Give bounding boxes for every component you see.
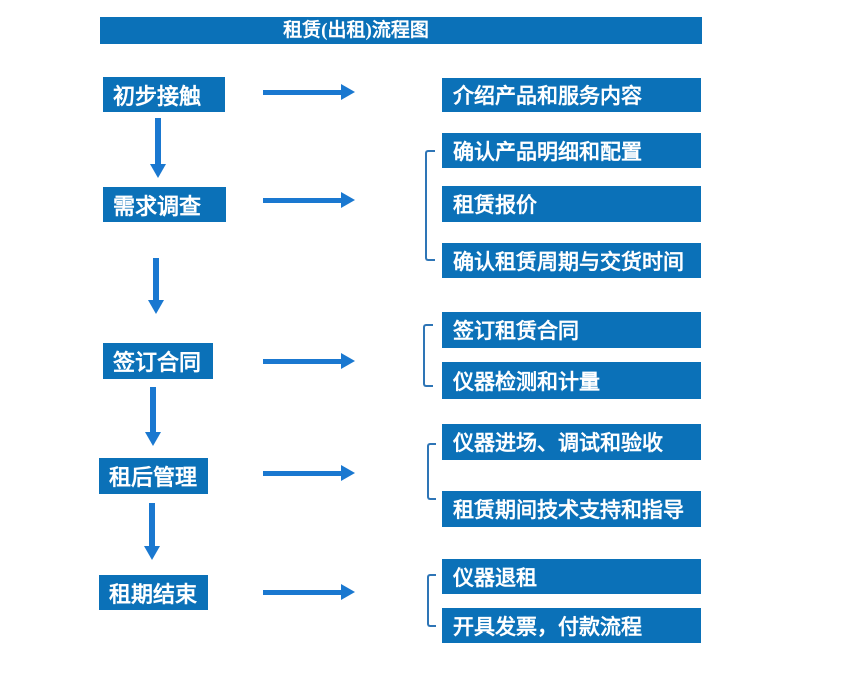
down-arrow-icon-1 xyxy=(150,118,166,178)
detail-box-rental-quote: 租赁报价 xyxy=(442,186,701,222)
right-arrow-icon-4 xyxy=(263,465,355,481)
detail-box-instrument-return: 仪器退租 xyxy=(442,559,701,594)
step-box-post-rental-management: 租后管理 xyxy=(99,458,208,494)
step-box-rental-end: 租期结束 xyxy=(99,575,208,610)
down-arrow-icon-2 xyxy=(148,258,164,314)
detail-box-introduce-products: 介绍产品和服务内容 xyxy=(442,78,701,112)
arrow-head xyxy=(341,353,355,369)
arrow-shaft xyxy=(263,471,341,476)
detail-box-sign-rental-contract: 签订租赁合同 xyxy=(442,312,701,348)
arrow-head xyxy=(341,465,355,481)
detail-box-tech-support: 租赁期间技术支持和指导 xyxy=(442,491,701,527)
arrow-head xyxy=(341,84,355,100)
arrow-head xyxy=(341,584,355,600)
arrow-shaft xyxy=(149,503,155,547)
right-arrow-icon-1 xyxy=(263,84,355,100)
detail-box-invoice-payment: 开具发票，付款流程 xyxy=(442,608,701,643)
arrow-shaft xyxy=(263,590,341,595)
right-arrow-icon-5 xyxy=(263,584,355,600)
right-arrow-icon-2 xyxy=(263,192,355,208)
step-box-initial-contact: 初步接触 xyxy=(103,77,225,112)
down-arrow-icon-4 xyxy=(144,503,160,560)
bracket-group-post-rental xyxy=(427,443,436,500)
bracket-group-sign-contract xyxy=(423,324,433,387)
detail-box-instrument-testing: 仪器检测和计量 xyxy=(442,362,701,399)
bracket-group-demand-survey xyxy=(425,150,435,261)
detail-box-confirm-period-delivery: 确认租赁周期与交货时间 xyxy=(442,243,701,278)
right-arrow-icon-3 xyxy=(263,353,355,369)
step-box-sign-contract: 签订合同 xyxy=(103,343,213,379)
bracket-group-rental-end xyxy=(427,574,436,627)
down-arrow-icon-3 xyxy=(145,387,161,446)
arrow-head xyxy=(148,300,164,314)
arrow-shaft xyxy=(150,387,156,433)
arrow-head xyxy=(145,432,161,446)
arrow-head xyxy=(144,546,160,560)
arrow-shaft xyxy=(155,118,161,165)
arrow-shaft xyxy=(153,258,159,301)
detail-box-confirm-product-config: 确认产品明细和配置 xyxy=(442,133,701,168)
step-box-demand-survey: 需求调查 xyxy=(103,187,226,222)
arrow-head xyxy=(150,164,166,178)
title-bar: 租赁(出租)流程图 xyxy=(100,17,702,44)
arrow-shaft xyxy=(263,90,341,95)
arrow-head xyxy=(341,192,355,208)
detail-box-instrument-setup-acceptance: 仪器进场、调试和验收 xyxy=(442,424,701,460)
arrow-shaft xyxy=(263,198,341,203)
arrow-shaft xyxy=(263,359,341,364)
page-title: 租赁(出租)流程图 xyxy=(283,20,429,41)
